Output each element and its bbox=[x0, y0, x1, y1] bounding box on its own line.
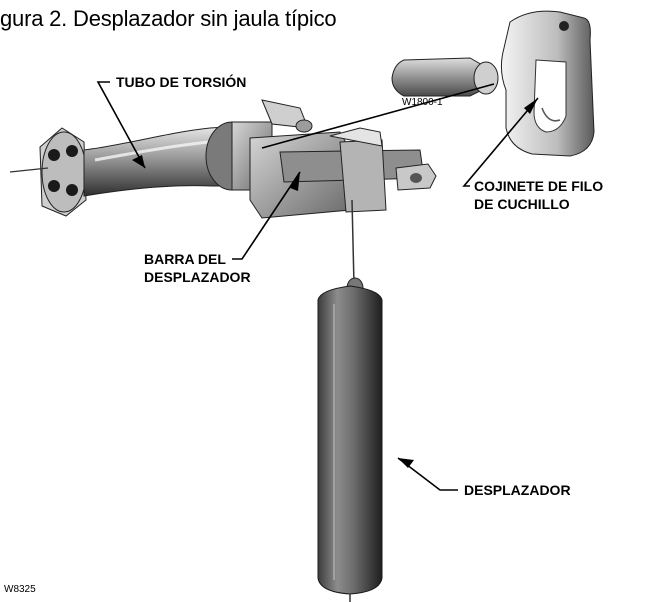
label-displacer-rod-line2: DESPLAZADOR bbox=[144, 269, 251, 285]
label-knife-edge-bearing-line1: COJINETE DE FILO bbox=[474, 178, 604, 194]
label-displacer: DESPLAZADOR bbox=[464, 482, 571, 498]
flange bbox=[9, 127, 87, 217]
leader-arrowheads bbox=[132, 98, 538, 468]
leader-lines bbox=[96, 81, 539, 491]
drawing-number: W1800-1 bbox=[402, 97, 443, 108]
hanger-wire bbox=[351, 199, 355, 286]
label-knife-edge-bearing-line2: DE CUCHILLO bbox=[474, 196, 570, 212]
displacer-body bbox=[317, 285, 383, 602]
label-displacer-rod-line1: BARRA DEL bbox=[144, 251, 226, 267]
figure-id: W8325 bbox=[4, 584, 36, 595]
knife-edge-bearing-detail bbox=[391, 10, 595, 157]
label-torsion-tube: TUBO DE TORSIÓN bbox=[116, 74, 247, 90]
displacer-rod-assembly bbox=[249, 127, 437, 219]
figure-title: gura 2. Desplazador sin jaula típico bbox=[0, 6, 337, 31]
